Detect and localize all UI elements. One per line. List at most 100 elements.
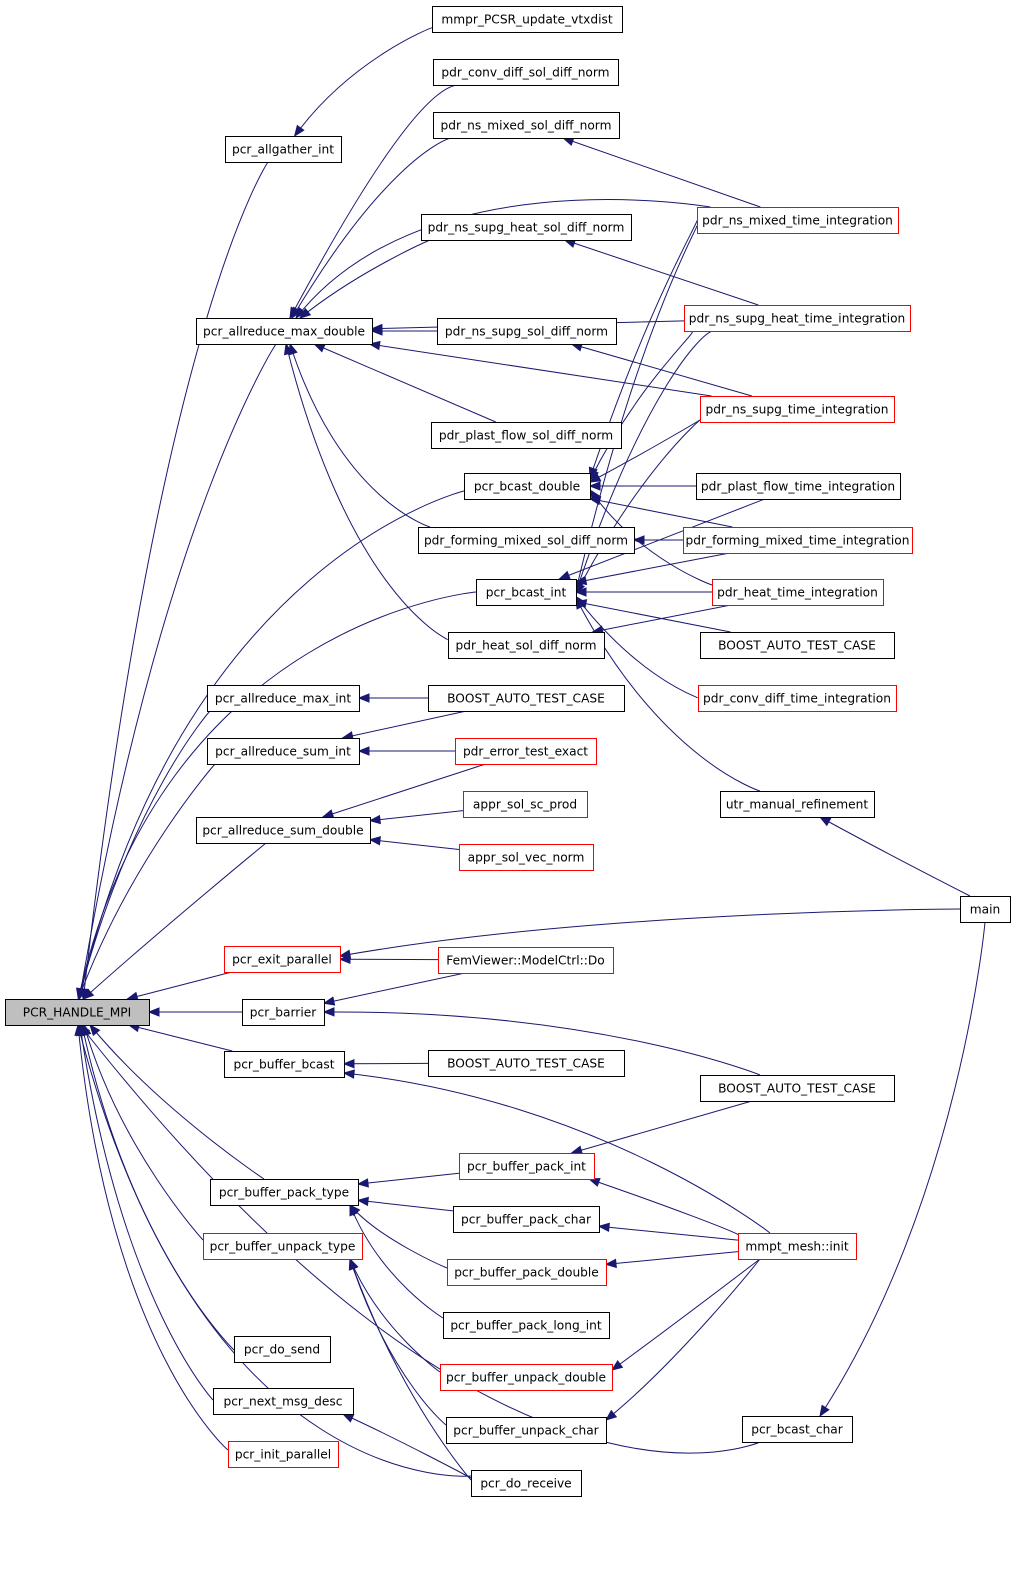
node-label: pcr_bcast_char [751,1423,844,1437]
edge-boost4-to-pcr_barrier [322,1007,761,1076]
node-pdr_ns_supg_time[interactable]: pdr_ns_supg_time_integration [700,396,895,423]
node-pcr_allgather_int[interactable]: pcr_allgather_int [225,136,342,163]
node-label: pdr_plast_flow_sol_diff_norm [439,429,613,443]
node-pcr_allreduce_max_int[interactable]: pcr_allreduce_max_int [207,685,360,712]
node-label: pcr_allreduce_max_double [203,325,365,339]
node-pdr_plast_flow_sol[interactable]: pdr_plast_flow_sol_diff_norm [431,422,622,449]
edge-pcr_buffer_unpack_char-to-pcr_buffer_unpack_type [348,1257,447,1426]
node-boost1[interactable]: BOOST_AUTO_TEST_CASE [700,632,895,659]
edge-pdr_ns_supg_sol-to-pcr_allreduce_max_double [370,326,437,336]
nodes-layer: PCR_HANDLE_MPI mmpr_PCSR_update_vtxdistpc… [5,6,1011,1497]
edge-pdr_heat_sol-to-pcr_allreduce_max_double [283,342,449,641]
node-pdr_forming_mixed_sol[interactable]: pdr_forming_mixed_sol_diff_norm [418,527,635,554]
node-root[interactable]: PCR_HANDLE_MPI [5,999,150,1026]
node-pdr_conv_diff_sol[interactable]: pdr_conv_diff_sol_diff_norm [433,59,619,86]
node-pcr_bcast_char[interactable]: pcr_bcast_char [742,1416,853,1443]
edge-pcr_bcast_int-to-root [76,591,477,1001]
node-pdr_error_test_exact[interactable]: pdr_error_test_exact [455,738,597,765]
edge-pcr_buffer_pack_double-to-pcr_buffer_pack_type [349,1203,448,1269]
node-label: pcr_buffer_pack_char [461,1213,592,1227]
node-pdr_ns_supg_sol[interactable]: pdr_ns_supg_sol_diff_norm [437,318,617,345]
node-pdr_heat_time[interactable]: pdr_heat_time_integration [712,579,884,606]
node-label: appr_sol_sc_prod [473,798,577,812]
node-pdr_ns_mixed_sol[interactable]: pdr_ns_mixed_sol_diff_norm [433,112,620,139]
edge-appr_sol_vec_norm-to-pcr_allreduce_sum_double [368,836,460,851]
edge-pcr_buffer_bcast-to-root [127,1022,233,1052]
edge-pcr_allreduce_sum_double-to-root [82,842,267,1000]
edges-layer [74,27,986,1481]
node-pcr_bcast_double[interactable]: pcr_bcast_double [464,473,591,500]
node-label: pcr_buffer_unpack_type [210,1240,356,1254]
node-label: mmpr_PCSR_update_vtxdist [441,13,612,27]
node-label: pcr_allreduce_sum_double [202,824,363,838]
node-boost2[interactable]: BOOST_AUTO_TEST_CASE [428,685,625,712]
node-pcr_next_msg_desc[interactable]: pcr_next_msg_desc [213,1388,354,1415]
node-pcr_buffer_pack_int[interactable]: pcr_buffer_pack_int [459,1153,595,1180]
node-label: pdr_heat_sol_diff_norm [456,639,597,653]
edge-pdr_forming_mixed_time-to-pcr_bcast_double [588,495,733,528]
edge-pdr_error_test_exact-to-pcr_allreduce_sum_double [321,763,486,819]
node-pcr_buffer_unpack_double[interactable]: pcr_buffer_unpack_double [440,1364,613,1391]
node-label: pcr_buffer_pack_int [467,1160,586,1174]
node-utr_manual_refinement[interactable]: utr_manual_refinement [720,791,875,818]
node-label: mmpt_mesh::init [745,1240,849,1254]
node-pdr_plast_flow_time[interactable]: pdr_plast_flow_time_integration [696,473,901,500]
node-pcr_allreduce_sum_double[interactable]: pcr_allreduce_sum_double [196,817,371,844]
node-label: pdr_conv_diff_time_integration [703,692,891,706]
node-femviewer[interactable]: FemViewer::ModelCtrl::Do [438,947,614,974]
edge-femviewer-to-pcr_exit_parallel [338,954,439,965]
node-pcr_allreduce_max_double[interactable]: pcr_allreduce_max_double [196,318,373,345]
node-label: pcr_do_receive [480,1477,571,1491]
node-label: pcr_buffer_unpack_double [446,1371,606,1385]
node-pcr_init_parallel[interactable]: pcr_init_parallel [228,1441,339,1468]
node-main[interactable]: main [960,896,1011,923]
node-pcr_buffer_pack_double[interactable]: pcr_buffer_pack_double [447,1259,607,1286]
node-label: appr_sol_vec_norm [468,851,585,865]
node-mmpt_mesh_init[interactable]: mmpt_mesh::init [738,1233,857,1260]
node-boost3[interactable]: BOOST_AUTO_TEST_CASE [428,1050,625,1077]
edge-pdr_error_test_exact-to-pcr_allreduce_sum_int [357,746,455,756]
node-appr_sol_vec_norm[interactable]: appr_sol_vec_norm [459,844,594,871]
node-pdr_forming_mixed_time[interactable]: pdr_forming_mixed_time_integration [683,527,913,554]
node-pcr_do_receive[interactable]: pcr_do_receive [471,1470,582,1497]
node-label: pcr_bcast_double [474,480,580,494]
node-pcr_buffer_pack_type[interactable]: pcr_buffer_pack_type [210,1179,359,1206]
edge-boost3-to-pcr_buffer_bcast [342,1058,429,1069]
node-appr_sol_sc_prod[interactable]: appr_sol_sc_prod [463,791,588,818]
node-mmpr_pcsr[interactable]: mmpr_PCSR_update_vtxdist [432,6,623,33]
node-pcr_bcast_int[interactable]: pcr_bcast_int [476,579,577,606]
edge-mmpr_pcsr-to-pcr_allgather_int [293,27,433,138]
edge-main-to-pcr_bcast_char [819,921,986,1418]
node-label: pdr_forming_mixed_sol_diff_norm [424,534,628,548]
edge-pcr_buffer_unpack_type-to-root [82,1023,204,1241]
edge-pcr_buffer_pack_char-to-pcr_buffer_pack_type [356,1196,454,1212]
node-pdr_ns_supg_heat_sol[interactable]: pdr_ns_supg_heat_sol_diff_norm [421,214,632,241]
node-pcr_buffer_pack_char[interactable]: pcr_buffer_pack_char [453,1206,600,1233]
edge-pdr_heat_time-to-pcr_bcast_double [589,488,713,586]
node-pcr_exit_parallel[interactable]: pcr_exit_parallel [224,946,341,973]
node-label: utr_manual_refinement [726,798,869,812]
node-label: pcr_bcast_int [486,586,567,600]
node-label: pdr_conv_diff_sol_diff_norm [441,66,609,80]
node-pcr_barrier[interactable]: pcr_barrier [242,999,325,1026]
node-pcr_buffer_unpack_char[interactable]: pcr_buffer_unpack_char [446,1417,607,1444]
edge-pdr_ns_supg_heat_sol-to-pcr_allreduce_max_double [298,239,431,319]
node-label: pcr_buffer_pack_long_int [450,1319,602,1333]
node-pcr_buffer_pack_long_int[interactable]: pcr_buffer_pack_long_int [443,1312,610,1339]
node-label: pdr_ns_mixed_sol_diff_norm [441,119,612,133]
node-pcr_do_send[interactable]: pcr_do_send [234,1336,331,1363]
node-pdr_ns_supg_heat_time[interactable]: pdr_ns_supg_heat_time_integration [684,305,911,332]
node-label: pcr_buffer_unpack_char [453,1424,599,1438]
edge-boost2-to-pcr_allreduce_max_int [357,693,428,703]
node-boost4[interactable]: BOOST_AUTO_TEST_CASE [700,1075,895,1102]
node-label: BOOST_AUTO_TEST_CASE [447,1057,605,1071]
node-label: BOOST_AUTO_TEST_CASE [718,639,876,653]
edge-pcr_buffer_pack_type-to-root [89,1023,265,1180]
node-pdr_conv_diff_time[interactable]: pdr_conv_diff_time_integration [698,685,897,712]
node-pcr_buffer_unpack_type[interactable]: pcr_buffer_unpack_type [203,1233,363,1260]
node-pdr_heat_sol[interactable]: pdr_heat_sol_diff_norm [448,632,605,659]
node-pcr_buffer_bcast[interactable]: pcr_buffer_bcast [224,1051,345,1078]
node-pcr_allreduce_sum_int[interactable]: pcr_allreduce_sum_int [207,738,360,765]
node-pdr_ns_mixed_time[interactable]: pdr_ns_mixed_time_integration [697,207,899,234]
